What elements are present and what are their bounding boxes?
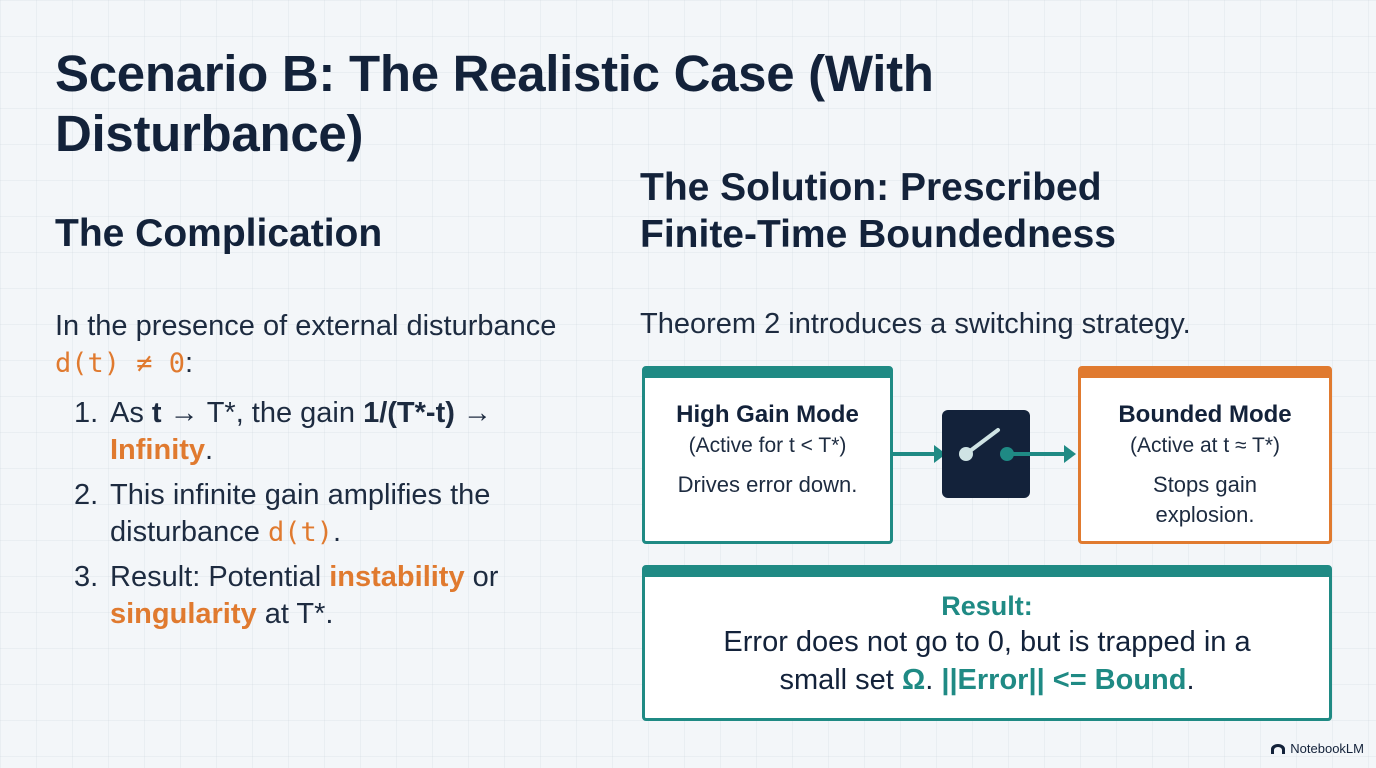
error-bound: ||Error|| <= Bound — [941, 664, 1187, 696]
switch-contact — [1000, 447, 1014, 461]
bounded-description: Stops gain explosion. — [1153, 472, 1257, 527]
intro-colon: : — [185, 347, 194, 379]
complication-heading: The Complication — [55, 212, 383, 255]
high-gain-description: Drives error down. — [677, 472, 858, 497]
arrow-head-left — [934, 445, 946, 463]
list-text: This infinite gain amplifies the disturb… — [110, 479, 491, 548]
list-item: 3. Result: Potential instability or sing… — [74, 559, 594, 633]
result-line-2: small set Ω. ||Error|| <= Bound. — [779, 664, 1195, 696]
theorem-text: Theorem 2 introduces a switching strateg… — [640, 308, 1191, 340]
arrow-head-right — [1064, 445, 1076, 463]
list-text: Result: Potential instability or singula… — [110, 561, 499, 630]
high-gain-title: High Gain Mode — [676, 401, 859, 428]
disturbance-expression: d(t) ≠ 0 — [55, 348, 186, 379]
list-number: 1. — [74, 397, 99, 429]
instability-highlight: instability — [329, 561, 465, 593]
singularity-highlight: singularity — [110, 598, 257, 630]
result-title: Result: — [941, 591, 1033, 621]
disturbance-code: d(t) — [268, 517, 334, 548]
switch-pivot — [959, 447, 973, 461]
list-text: As t → T*, the gain 1/(T*-t) → Infinity. — [110, 397, 492, 466]
complication-intro: In the presence of external disturbance … — [55, 308, 595, 382]
omega-symbol: Ω — [901, 664, 926, 696]
result-line-1: Error does not go to 0, but is trapped i… — [723, 626, 1251, 658]
switch-icon — [942, 410, 1030, 498]
intro-text: In the presence of external disturbance — [55, 310, 557, 342]
notebooklm-logo-icon — [1271, 743, 1286, 754]
list-number: 3. — [74, 561, 99, 593]
list-item: 1. As t → T*, the gain 1/(T*-t) → Infini… — [74, 395, 594, 469]
list-number: 2. — [74, 479, 99, 511]
bounded-subtitle: (Active at t ≈ T*) — [1129, 434, 1280, 457]
bounded-title: Bounded Mode — [1118, 401, 1292, 428]
list-item: 2. This infinite gain amplifies the dist… — [74, 477, 594, 551]
result-box: Result: Error does not go to 0, but is t… — [642, 565, 1332, 721]
infinity-highlight: Infinity — [110, 434, 206, 466]
switch-diagram — [893, 410, 1076, 498]
page-title: Scenario B: The Realistic Case (With Dis… — [55, 45, 934, 162]
notebooklm-brand: NotebookLM — [1270, 741, 1364, 756]
high-gain-mode-box: High Gain Mode (Active for t < T*) Drive… — [642, 366, 893, 544]
high-gain-subtitle: (Active for t < T*) — [688, 434, 847, 457]
brand-label: NotebookLM — [1290, 741, 1364, 756]
solution-heading: The Solution: Prescribed Finite-Time Bou… — [640, 166, 1116, 256]
bounded-mode-box: Bounded Mode (Active at t ≈ T*) Stops ga… — [1078, 366, 1332, 544]
complication-list: 1. As t → T*, the gain 1/(T*-t) → Infini… — [74, 395, 594, 641]
